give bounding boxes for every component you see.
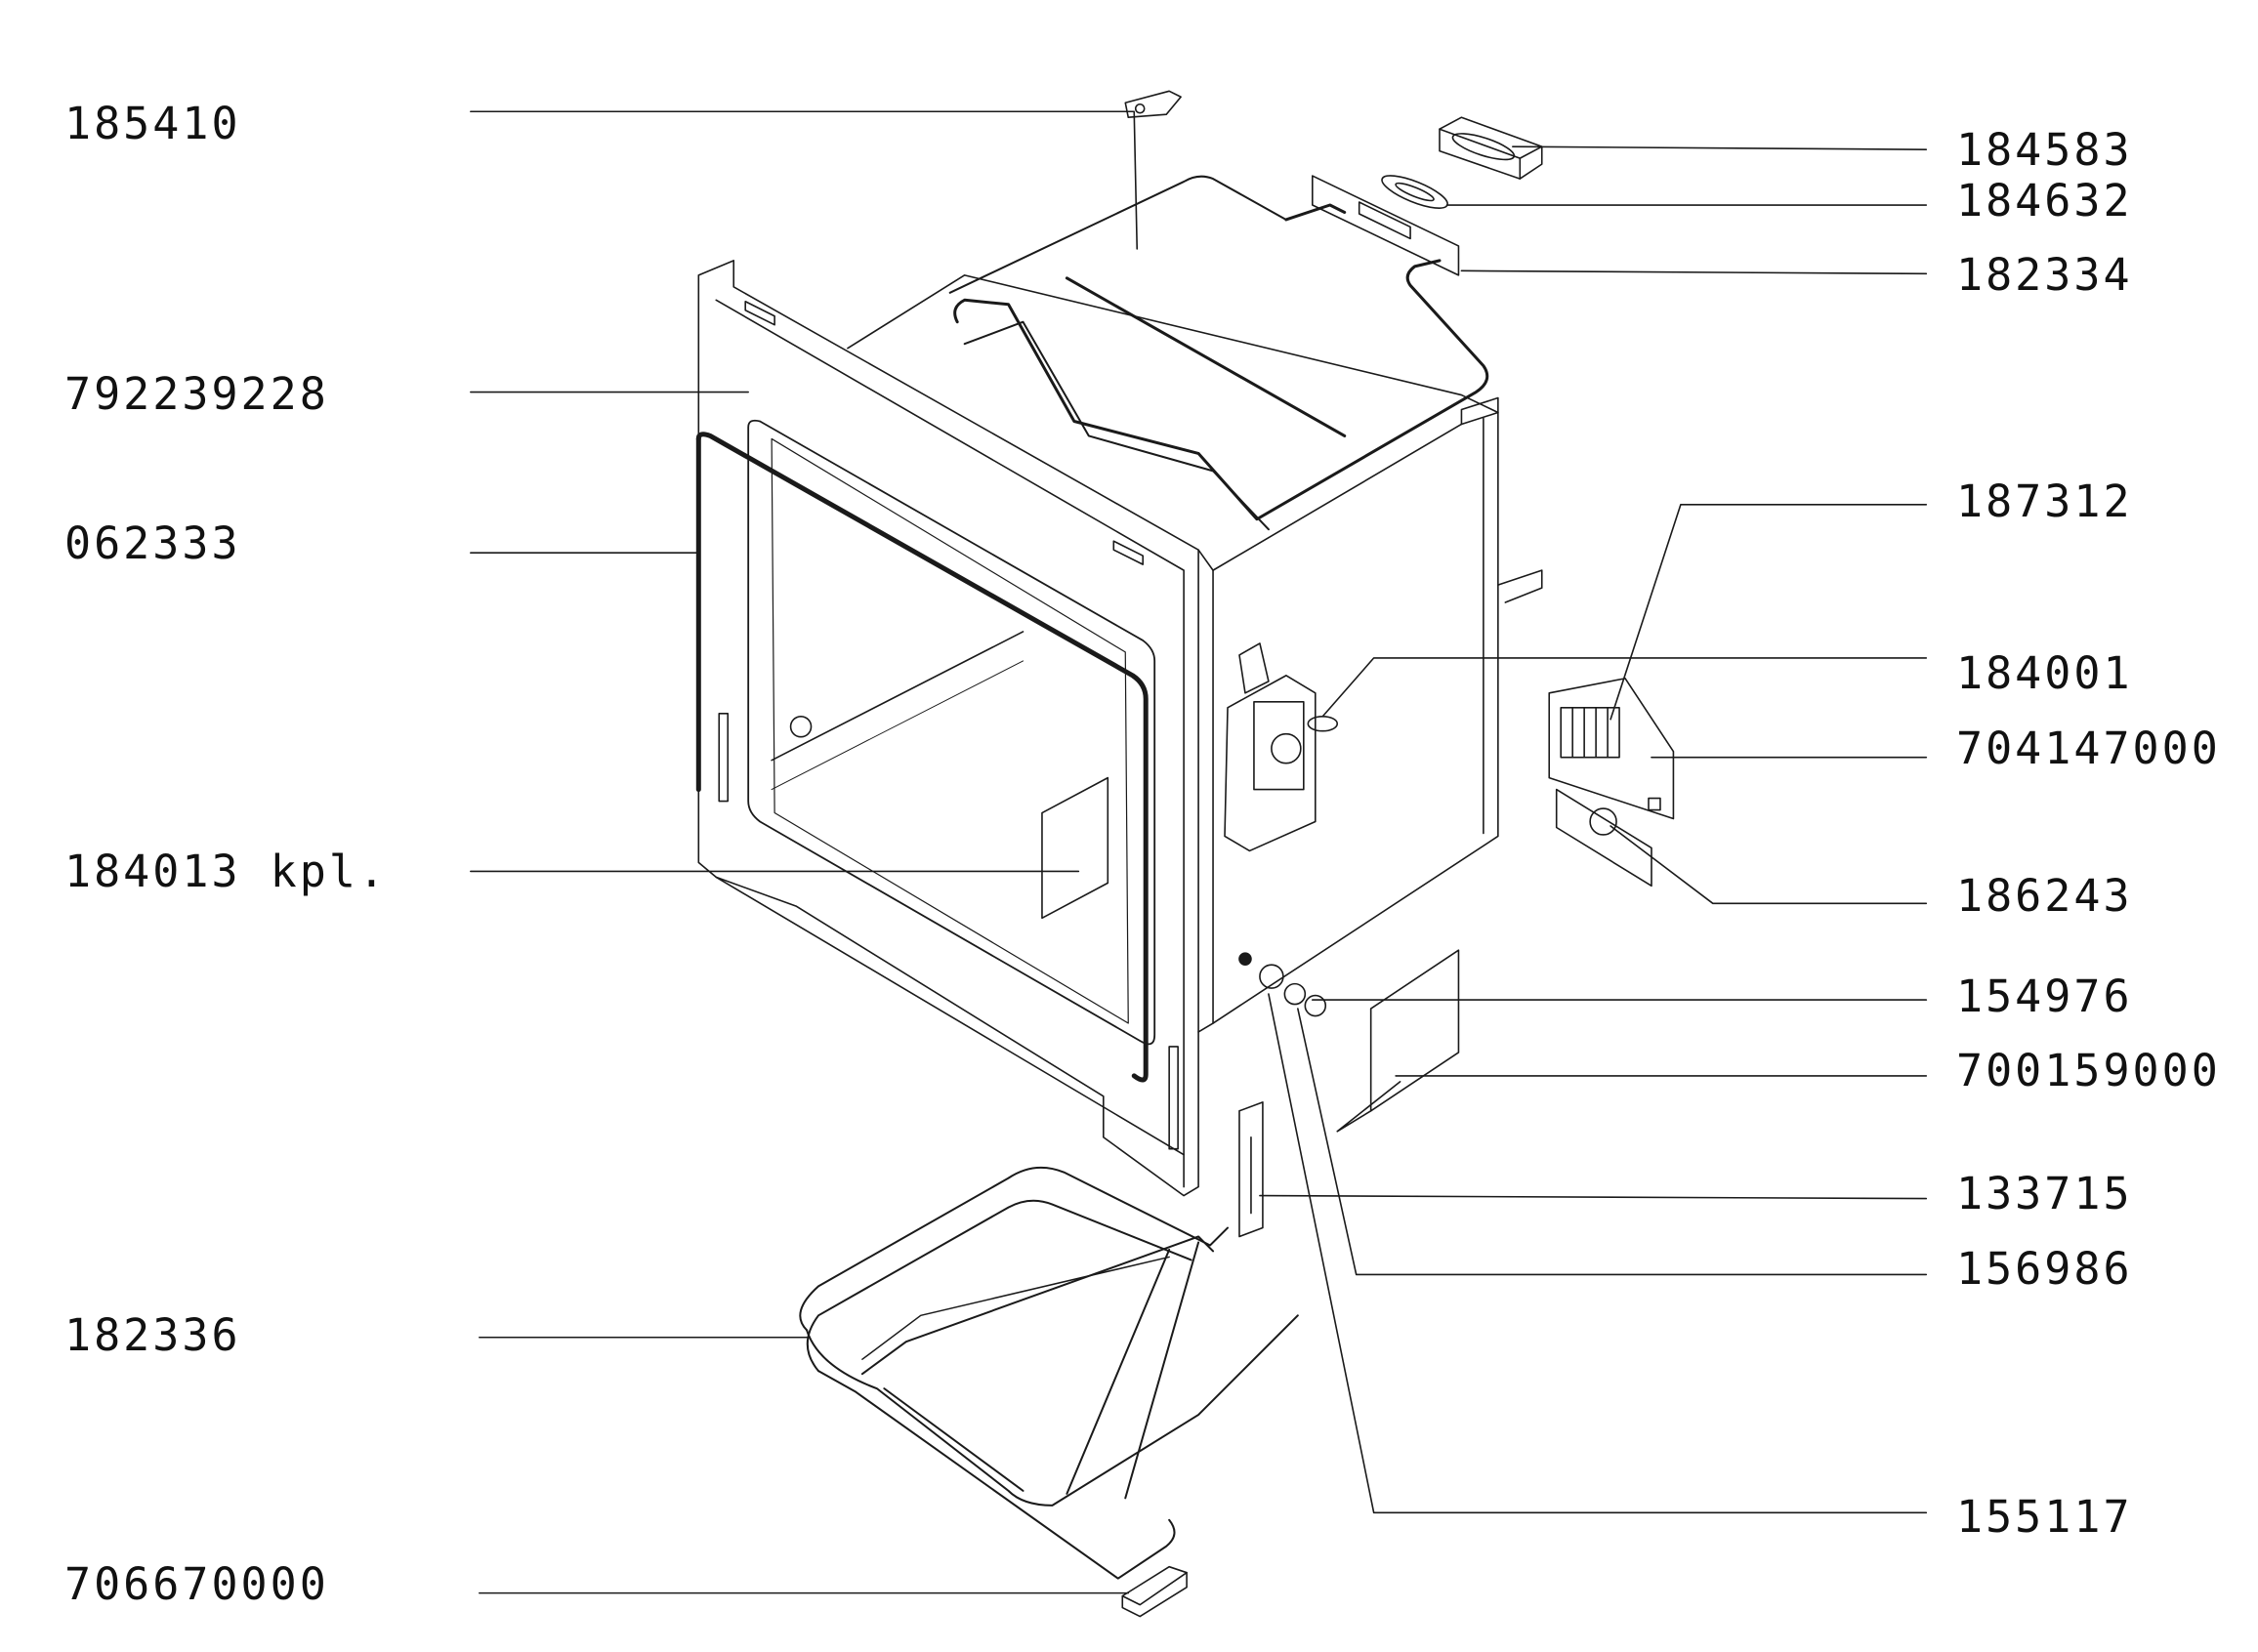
control-panel-704147000	[1549, 679, 1673, 886]
rack-knob	[791, 717, 812, 737]
indicator-186243	[1590, 808, 1616, 835]
hinge-slot-right	[1169, 1047, 1178, 1149]
bracket-plate	[1313, 176, 1459, 275]
part-154976	[1305, 996, 1325, 1016]
label-700159000: 700159000	[1956, 1045, 2221, 1096]
hinge-slot-left	[719, 714, 728, 802]
cavity-opening	[748, 421, 1154, 1045]
cover-plate-700159000	[1337, 950, 1458, 1132]
oven-cavity	[698, 261, 1541, 1196]
label-182336: 182336	[64, 1309, 241, 1361]
leader-185410	[471, 111, 1137, 249]
front-frame	[698, 261, 1198, 1196]
leader-184583	[1513, 146, 1926, 149]
bottom-element-182336	[800, 1168, 1298, 1579]
clamp-706670000	[1122, 1567, 1187, 1617]
leader-155117	[1269, 994, 1926, 1512]
label-184583: 184583	[1956, 124, 2133, 176]
label-187312: 187312	[1956, 475, 2133, 527]
small-parts	[1239, 953, 1325, 1015]
clip-185410	[1125, 91, 1181, 117]
label-133715: 133715	[1956, 1168, 2133, 1219]
label-154976: 154976	[1956, 971, 2133, 1022]
front-lower	[716, 877, 1184, 1154]
leader-184001	[1322, 658, 1926, 717]
leader-lines	[471, 111, 1926, 1592]
label-156986: 156986	[1956, 1243, 2133, 1295]
label-184001: 184001	[1956, 647, 2133, 699]
leader-156986	[1298, 1009, 1926, 1274]
rear-corner	[1461, 398, 1497, 425]
lamp-cover-184013	[1042, 778, 1108, 919]
leader-182334	[1461, 270, 1926, 273]
label-184632: 184632	[1956, 175, 2133, 227]
side-bracket	[1498, 570, 1542, 602]
cavity-inner	[772, 438, 1128, 1023]
fan-motor-184001	[1225, 643, 1337, 850]
label-184013-kpl: 184013 kpl.	[64, 846, 389, 897]
label-062333: 062333	[64, 517, 241, 569]
part-155117	[1260, 965, 1283, 988]
sensor-133715	[1239, 1102, 1263, 1237]
leader-186243	[1610, 826, 1926, 903]
label-792239228: 792239228	[64, 368, 329, 420]
top-hinge-left	[745, 302, 774, 325]
top-hinge-right	[1113, 541, 1143, 564]
part-156986	[1284, 984, 1305, 1005]
connector-184583	[1440, 117, 1542, 179]
label-185410: 185410	[64, 98, 241, 149]
top-rear-edge	[848, 275, 1498, 413]
front-flange	[716, 300, 1184, 1186]
door-seal-062333	[698, 434, 1146, 1080]
gasket-184632	[1378, 169, 1450, 214]
leader-187312	[1610, 505, 1926, 720]
label-706670000: 706670000	[64, 1558, 329, 1610]
label-186243: 186243	[1956, 870, 2133, 922]
rear-wall-line	[772, 632, 1023, 761]
top-element-182334	[950, 177, 1487, 530]
label-155117: 155117	[1956, 1491, 2133, 1543]
label-182334: 182334	[1956, 249, 2133, 301]
leader-133715	[1260, 1196, 1926, 1199]
label-704147000: 704147000	[1956, 723, 2221, 774]
